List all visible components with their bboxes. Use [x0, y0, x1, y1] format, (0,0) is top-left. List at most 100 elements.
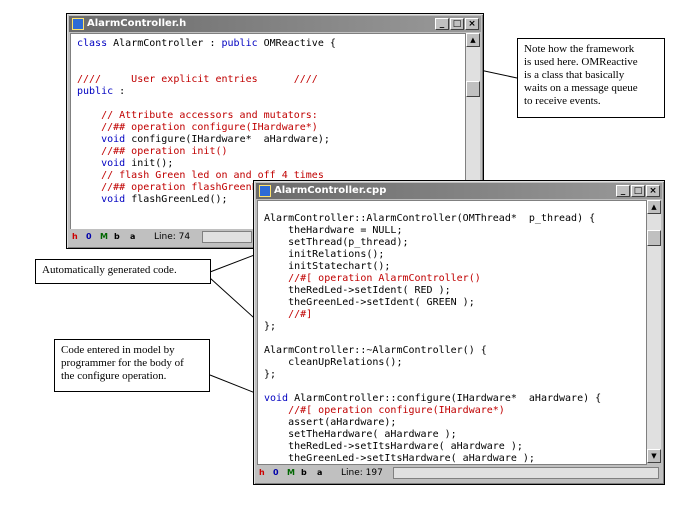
scroll-down-button[interactable]: ▼	[647, 449, 661, 463]
scroll-thumb[interactable]	[647, 230, 661, 246]
minimize-button[interactable]: _	[435, 18, 449, 30]
header-window-title: AlarmController.h	[87, 18, 187, 29]
code-text: AlarmController :	[107, 38, 222, 49]
code-text: initRelations();	[264, 249, 385, 260]
code-line: //// User explicit entries ////	[77, 74, 318, 86]
cpp-vertical-scrollbar[interactable]: ▲ ▼	[646, 200, 661, 463]
code-text: flashGreenLed();	[125, 194, 228, 205]
code-comment: //## operation init()	[77, 146, 228, 157]
code-line: initStatechart();	[264, 261, 390, 273]
code-line: //## operation flashGreenLed()	[77, 182, 282, 194]
cpp-code-area[interactable]: AlarmController::AlarmController(OMThrea…	[257, 200, 647, 465]
code-line: theGreenLed->setIdent( GREEN );	[264, 297, 475, 309]
code-comment: // flash Green led on and off 4 times	[77, 170, 324, 181]
scroll-up-button[interactable]: ▲	[466, 33, 480, 47]
code-line: void configure(IHardware* aHardware);	[77, 134, 330, 146]
code-line: public :	[77, 86, 125, 98]
code-line: theRedLed->setIdent( RED );	[264, 285, 451, 297]
code-text: assert(aHardware);	[264, 417, 397, 428]
code-text: cleanUpRelations();	[264, 357, 403, 368]
code-line: class AlarmController : public OMReactiv…	[77, 38, 336, 50]
framework-note: Note how the framework is used here. OMR…	[517, 38, 665, 118]
toolbar-icon-b[interactable]: b	[114, 232, 120, 241]
code-comment: //// User explicit entries ////	[77, 74, 318, 85]
code-text: theRedLed->setItsHardware( aHardware );	[264, 441, 523, 452]
code-line: initRelations();	[264, 249, 384, 261]
code-line: };	[264, 369, 276, 381]
code-line: setThread(p_thread);	[264, 237, 409, 249]
code-text: AlarmController::AlarmController(OMThrea…	[264, 213, 596, 224]
header-window-titlebar[interactable]: AlarmController.h _ □ ×	[69, 16, 481, 32]
code-line: assert(aHardware);	[264, 417, 396, 429]
editor-app-icon	[72, 18, 84, 30]
header-vertical-scrollbar[interactable]: ▲	[465, 33, 480, 228]
code-text: configure(IHardware* aHardware);	[125, 134, 330, 145]
code-keyword: void	[101, 134, 126, 145]
header-horizontal-scrollbar[interactable]	[202, 231, 252, 243]
code-text: init();	[125, 158, 174, 169]
code-line: theRedLed->setItsHardware( aHardware );	[264, 441, 523, 453]
close-button[interactable]: ×	[465, 18, 479, 30]
toolbar-icon-b[interactable]: b	[301, 468, 307, 477]
code-line: //#[ operation AlarmController()	[264, 273, 481, 285]
code-comment: //## operation flashGreenLed()	[77, 182, 282, 193]
cpp-window-title: AlarmController.cpp	[274, 185, 387, 196]
code-line: //#[ operation configure(IHardware*)	[264, 405, 505, 417]
cpp-window-titlebar[interactable]: AlarmController.cpp _ □ ×	[256, 183, 662, 199]
code-line: //#]	[264, 309, 312, 321]
toolbar-icon-m[interactable]: M	[100, 232, 108, 241]
toolbar-icon-a[interactable]: a	[130, 232, 136, 241]
scroll-thumb[interactable]	[466, 81, 480, 97]
programmer-code-note: Code entered in model by programmer for …	[54, 339, 210, 392]
code-line: // flash Green led on and off 4 times	[77, 170, 324, 182]
code-text: theRedLed->setIdent( RED );	[264, 285, 451, 296]
code-keyword: void	[101, 158, 126, 169]
code-comment: //#[ operation configure(IHardware*)	[264, 405, 505, 416]
code-text: theHardware = NULL;	[264, 225, 403, 236]
code-keyword: public	[77, 86, 114, 97]
cpp-editor-window: AlarmController.cpp _ □ × AlarmControlle…	[253, 180, 665, 485]
toolbar-icon-a[interactable]: a	[317, 468, 323, 477]
toolbar-icon-m[interactable]: M	[287, 468, 295, 477]
code-text: initStatechart();	[264, 261, 391, 272]
toolbar-icon-0[interactable]: 0	[86, 232, 92, 241]
generated-code-note: Automatically generated code.	[35, 259, 211, 284]
code-text: AlarmController::configure(IHardware* aH…	[288, 393, 602, 404]
code-line: // Attribute accessors and mutators:	[77, 110, 318, 122]
code-line: void AlarmController::configure(IHardwar…	[264, 393, 601, 405]
minimize-button[interactable]: _	[616, 185, 630, 197]
code-text: :	[113, 86, 126, 97]
code-comment: // Attribute accessors and mutators:	[77, 110, 318, 121]
close-button[interactable]: ×	[646, 185, 660, 197]
code-line: AlarmController::AlarmController(OMThrea…	[264, 213, 595, 225]
code-line: theHardware = NULL;	[264, 225, 402, 237]
maximize-button[interactable]: □	[631, 185, 645, 197]
code-comment: //#]	[264, 309, 313, 320]
code-comment: //#[ operation AlarmController()	[264, 273, 481, 284]
code-text: setThread(p_thread);	[264, 237, 409, 248]
code-comment: //## operation configure(IHardware*)	[77, 122, 318, 133]
toolbar-icon-0[interactable]: 0	[273, 468, 279, 477]
code-line: //## operation init()	[77, 146, 228, 158]
code-keyword: class	[77, 38, 108, 49]
scroll-up-button[interactable]: ▲	[647, 200, 661, 214]
code-line: //## operation configure(IHardware*)	[77, 122, 318, 134]
toolbar-icon-h[interactable]: h	[72, 232, 78, 241]
code-text	[77, 158, 101, 169]
code-text: };	[264, 369, 277, 380]
maximize-button[interactable]: □	[450, 18, 464, 30]
code-text: AlarmController::~AlarmController() {	[264, 345, 487, 356]
line-number-label: Line: 197	[341, 468, 383, 478]
code-text: theGreenLed->setIdent( GREEN );	[264, 297, 475, 308]
toolbar-icon-h[interactable]: h	[259, 468, 265, 477]
code-line: AlarmController::~AlarmController() {	[264, 345, 487, 357]
code-keyword: public	[221, 38, 258, 49]
code-line: };	[264, 321, 276, 333]
code-text: OMReactive {	[257, 38, 336, 49]
cpp-horizontal-scrollbar[interactable]	[393, 467, 659, 479]
code-line: void flashGreenLed();	[77, 194, 228, 206]
code-keyword: void	[101, 194, 126, 205]
code-text	[77, 134, 101, 145]
code-keyword: void	[264, 393, 289, 404]
code-text: setTheHardware( aHardware );	[264, 429, 457, 440]
